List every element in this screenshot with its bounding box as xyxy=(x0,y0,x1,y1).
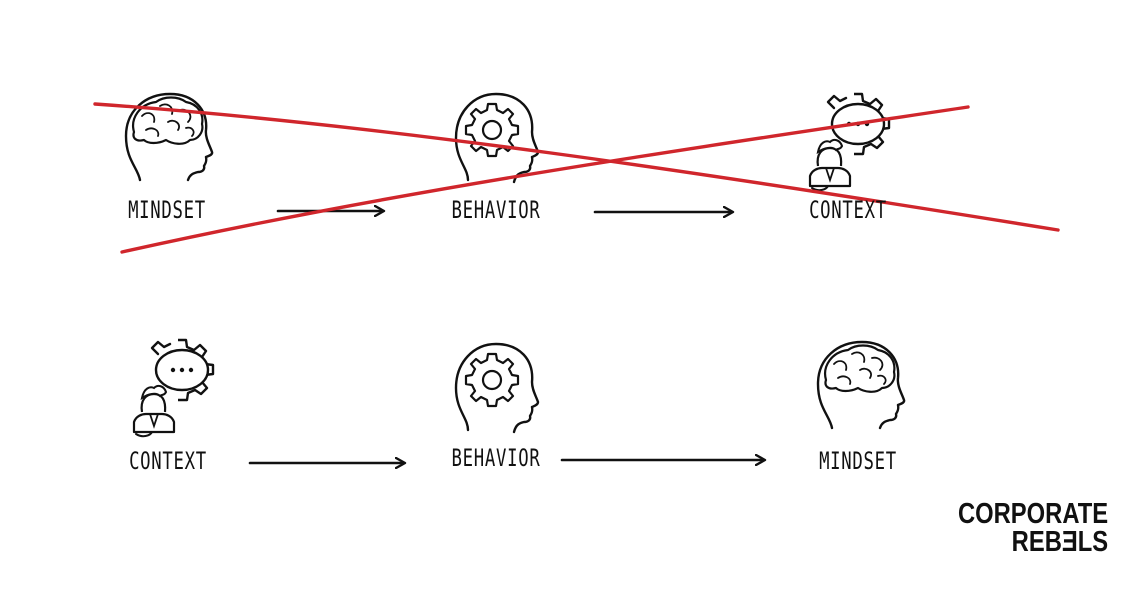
row-2 xyxy=(132,338,906,463)
cross-line-2 xyxy=(120,105,970,254)
node-label-mindset: MINDSET xyxy=(819,447,897,475)
node-label-behavior: BEHAVIOR xyxy=(451,444,541,472)
person-gear-speech-icon xyxy=(808,92,891,192)
logo-line-2: REBƎLS xyxy=(1011,526,1108,558)
person-gear-speech-icon xyxy=(132,338,215,438)
row-1 xyxy=(93,92,1060,254)
gear-head-icon xyxy=(454,92,540,184)
cross-line-1 xyxy=(93,102,1060,232)
node-label-context: CONTEXT xyxy=(809,196,887,224)
node-label-mindset: MINDSET xyxy=(128,196,206,224)
node-label-context: CONTEXT xyxy=(129,447,207,475)
gear-head-icon xyxy=(454,342,540,434)
brain-head-icon xyxy=(816,340,906,430)
logo-line-1: CORPORATE xyxy=(957,498,1108,530)
node-label-behavior: BEHAVIOR xyxy=(451,196,541,224)
corporate-rebels-logo: CORPORATE REBƎLS xyxy=(957,498,1108,558)
